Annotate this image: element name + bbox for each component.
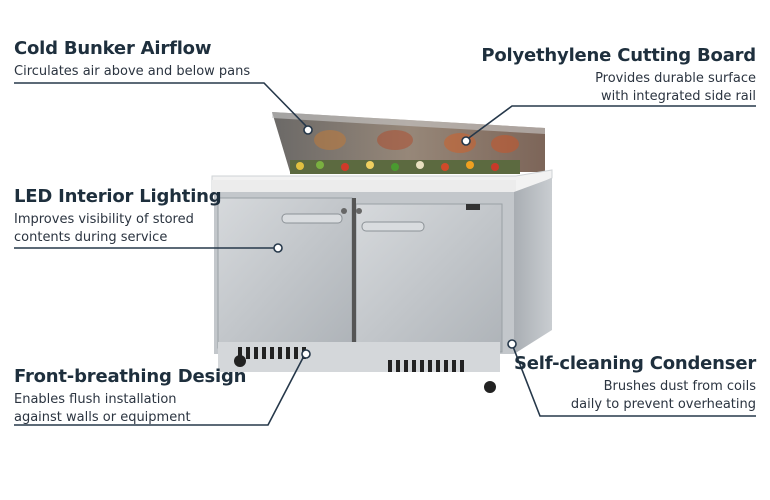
marker-dot <box>301 349 311 359</box>
food-pans <box>290 130 520 174</box>
feature-title: Self-cleaning Condenser <box>514 353 756 374</box>
feature-desc: Circulates air above and below pans <box>14 64 251 79</box>
feature-title: LED Interior Lighting <box>14 186 222 207</box>
right-handle <box>361 221 425 232</box>
base <box>218 342 500 372</box>
left-handle <box>281 213 343 224</box>
callout-cutting-board: Polyethylene Cutting Board Provides dura… <box>481 45 756 106</box>
caster-icon <box>234 355 246 367</box>
feature-title: Cold Bunker Airflow <box>14 38 212 59</box>
marker-dot <box>507 339 517 349</box>
caster-icon <box>484 381 496 393</box>
marker-dot <box>273 243 283 253</box>
callout-condenser: Self-cleaning Condenser Brushes dust fro… <box>514 353 756 414</box>
callout-cold-bunker: Cold Bunker Airflow Circulates air above… <box>14 38 250 81</box>
leader-lines <box>14 82 756 426</box>
callout-led: LED Interior Lighting Improves visibilit… <box>14 186 222 247</box>
marker-dot <box>461 136 471 146</box>
marker-dot <box>303 125 313 135</box>
callout-front-breathing: Front-breathing Design Enables flush ins… <box>14 366 246 427</box>
feature-title: Polyethylene Cutting Board <box>481 45 756 66</box>
feature-title: Front-breathing Design <box>14 366 247 387</box>
